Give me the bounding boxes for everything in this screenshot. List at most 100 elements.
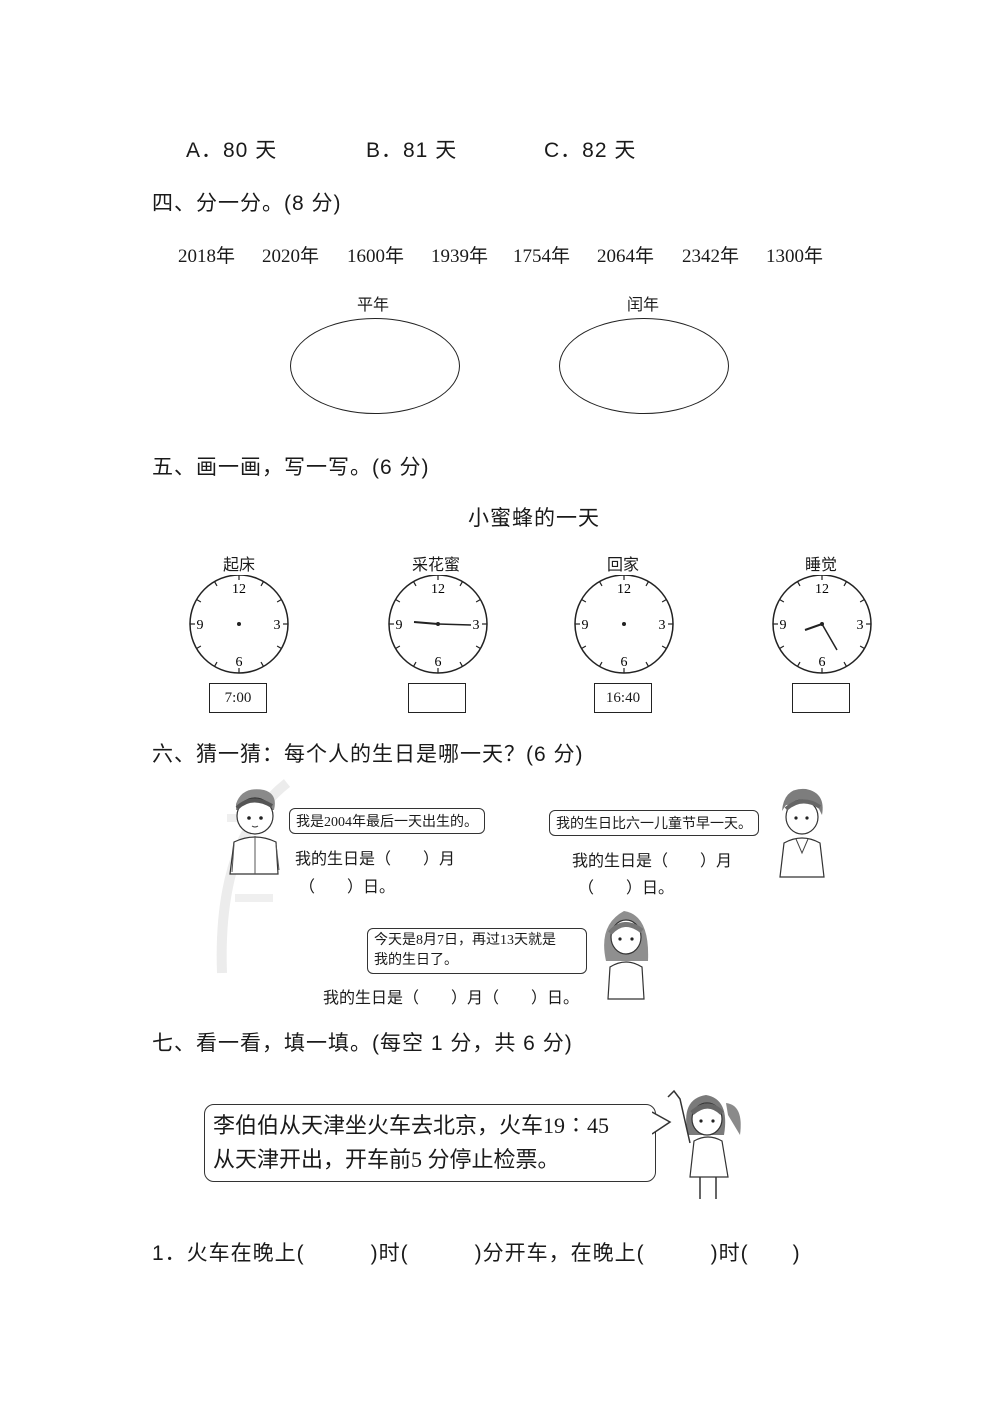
clock-tick	[598, 581, 603, 587]
common-year-label: 平年	[357, 297, 390, 314]
hour-hand	[804, 623, 823, 631]
clock-tick	[459, 661, 464, 667]
girl-speech: 今天是8月7日，再过13天就是 我的生日了。	[367, 928, 587, 974]
clock-tick	[661, 645, 667, 650]
clock-tick	[276, 598, 282, 603]
clock-tick	[213, 661, 218, 667]
clock-tick	[859, 645, 865, 650]
clock-number-12: 12	[431, 582, 445, 597]
train-info-line1: 李伯伯从天津坐火车去北京，火车19∶45	[213, 1113, 610, 1138]
clock-home[interactable]: 12 3 6 9	[571, 575, 677, 675]
clock-label-wake: 起床	[222, 557, 255, 574]
bee-day-title: 小蜜蜂的一天	[468, 507, 600, 530]
girl-speech-line2: 我的生日了。	[374, 953, 458, 968]
speech-tail	[652, 1111, 672, 1135]
clock-tick	[581, 598, 587, 603]
boy-two-speech: 我的生日比六一儿童节早一天。	[549, 810, 759, 836]
year-item: 2342年	[682, 246, 740, 267]
clock-tick	[395, 598, 401, 603]
clock-collect[interactable]: 12 3 6 9	[385, 575, 491, 675]
boy-two-illustration	[779, 788, 825, 878]
option-b: B．81 天	[366, 139, 458, 162]
clock-wake[interactable]: 12 3 6 9	[186, 575, 292, 675]
boy-one-speech: 我是2004年最后一天出生的。	[289, 808, 485, 834]
section7-title: 七、看一看，填一填。(每空 1 分，共 6 分)	[152, 1032, 573, 1055]
clock-sleep[interactable]: 12 3 6 9	[769, 575, 875, 675]
clock-number-9: 9	[582, 618, 589, 633]
clock-number-9: 9	[197, 618, 204, 633]
clock-tick	[645, 661, 650, 667]
train-info-speech: 李伯伯从天津坐火车去北京，火车19∶45 从天津开出，开车前5 分停止检票。	[204, 1104, 656, 1182]
clock-tick	[412, 581, 417, 587]
leap-year-ellipse[interactable]	[559, 318, 729, 414]
clock-tick	[796, 581, 801, 587]
time-box-home: 16:40	[594, 683, 652, 713]
clock-number-6: 6	[819, 655, 826, 670]
clock-label-sleep: 睡觉	[804, 557, 837, 574]
clock-label-home: 回家	[606, 557, 639, 574]
clock-number-9: 9	[396, 618, 403, 633]
clock-number-3: 3	[473, 618, 480, 633]
clock-tick	[779, 645, 785, 650]
section6-title: 六、猜一猜：每个人的生日是哪一天？(6 分)	[152, 743, 584, 766]
year-item: 2018年	[178, 246, 236, 267]
waving-girl-illustration	[667, 1089, 741, 1199]
boy-two-answer-line2[interactable]: （ ）日。	[578, 880, 675, 897]
section5-title: 五、画一画，写一写。(6 分)	[152, 456, 430, 479]
hour-hand	[413, 621, 439, 625]
common-year-ellipse[interactable]	[290, 318, 460, 414]
clock-tick	[779, 598, 785, 603]
clock-tick	[661, 598, 667, 603]
girl-speech-line1: 今天是8月7日，再过13天就是	[374, 933, 556, 948]
girl-illustration	[604, 911, 649, 1000]
minute-hand	[437, 623, 472, 626]
clock-tick	[260, 581, 265, 587]
girl-answer[interactable]: 我的生日是（ ）月（ ）日。	[323, 990, 580, 1007]
clock-number-6: 6	[621, 655, 628, 670]
clock-tick	[196, 645, 202, 650]
time-box-sleep[interactable]	[792, 683, 850, 713]
clock-tick	[843, 581, 848, 587]
question-1[interactable]: 1．火车在晚上( )时( )分开车，在晚上( )时( )	[152, 1242, 801, 1265]
clock-tick	[475, 598, 481, 603]
boy-one-illustration	[229, 789, 280, 875]
year-item: 1754年	[513, 246, 571, 267]
clock-number-3: 3	[659, 618, 666, 633]
clock-number-12: 12	[815, 582, 829, 597]
clock-tick	[843, 661, 848, 667]
clock-tick	[475, 645, 481, 650]
year-item: 2020年	[262, 246, 320, 267]
clock-tick	[581, 645, 587, 650]
clock-tick	[598, 661, 603, 667]
boy-one-answer-line1[interactable]: 我的生日是（ ）月	[295, 851, 456, 868]
clock-tick	[276, 645, 282, 650]
clock-number-12: 12	[232, 582, 246, 597]
train-info-line2: 从天津开出，开车前5 分停止检票。	[213, 1147, 560, 1172]
minute-hand	[821, 623, 838, 651]
clock-tick	[645, 581, 650, 587]
year-item: 1300年	[766, 246, 824, 267]
time-box-collect[interactable]	[408, 683, 466, 713]
clock-number-3: 3	[857, 618, 864, 633]
clock-number-6: 6	[435, 655, 442, 670]
clock-tick	[859, 598, 865, 603]
boy-one-answer-line2[interactable]: （ ）日。	[299, 879, 396, 896]
clock-number-9: 9	[780, 618, 787, 633]
clock-tick	[395, 645, 401, 650]
clock-label-collect: 采花蜜	[411, 557, 460, 574]
clock-number-6: 6	[236, 655, 243, 670]
clock-tick	[459, 581, 464, 587]
year-item: 1600年	[347, 246, 405, 267]
leap-year-label: 闰年	[627, 297, 660, 314]
year-item: 2064年	[597, 246, 655, 267]
clock-tick	[412, 661, 417, 667]
clock-tick	[196, 598, 202, 603]
clock-tick	[213, 581, 218, 587]
clock-number-3: 3	[274, 618, 281, 633]
option-a: A．80 天	[186, 139, 278, 162]
time-box-wake: 7:00	[209, 683, 267, 713]
clock-tick	[260, 661, 265, 667]
boy-two-answer-line1[interactable]: 我的生日是（ ）月	[572, 853, 733, 870]
option-c: C．82 天	[544, 139, 637, 162]
year-item: 1939年	[431, 246, 489, 267]
